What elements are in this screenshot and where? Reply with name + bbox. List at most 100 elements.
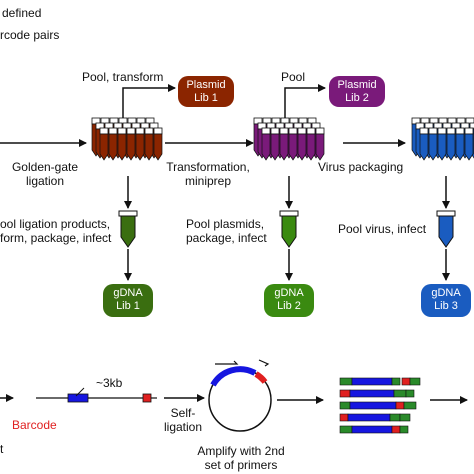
- header-line1: defined: [2, 6, 42, 20]
- construct-barcode-segment: [142, 393, 152, 403]
- pool-ligation-line2: form, package, infect: [0, 231, 112, 245]
- plate-well-cap: [270, 127, 280, 135]
- plasmid-lib1-line1: Plasmid: [186, 79, 226, 91]
- plate-well: [306, 133, 316, 161]
- plasmid-lib2-line2: Lib 2: [345, 92, 369, 104]
- amplicon-segment: [399, 413, 411, 422]
- plasmid-lib1-badge: Plasmid Lib 1: [178, 76, 234, 107]
- self-ligation-label: Self- ligation: [158, 406, 208, 434]
- plate-well-cap: [279, 127, 289, 135]
- amplicon-segment: [339, 425, 353, 434]
- amplify-line1: Amplify with 2nd: [197, 444, 285, 458]
- plate-well: [135, 133, 145, 161]
- plate-lib3: [411, 117, 474, 161]
- plate-well: [270, 133, 280, 161]
- amplicon-segment: [403, 401, 417, 410]
- amplicon-segment: [351, 425, 393, 434]
- pool-plasmids-line2: package, infect: [186, 231, 267, 245]
- golden-gate-line1: Golden-gate: [11, 160, 79, 174]
- golden-gate-line2: ligation: [25, 174, 65, 188]
- plate-well-cap: [117, 127, 127, 135]
- plate-well: [428, 133, 438, 161]
- plate-lib1: [91, 117, 163, 161]
- arrow-size: [75, 387, 85, 397]
- plate-well: [99, 133, 109, 161]
- plate-well: [126, 133, 136, 161]
- gdna-lib3-line2: Lib 3: [434, 300, 458, 312]
- transformation-label: Transformation, miniprep: [160, 160, 256, 188]
- amplicon-segment: [399, 425, 409, 434]
- amplicon-segment: [349, 389, 395, 398]
- plate-well: [297, 133, 307, 161]
- amplicon-segment: [409, 377, 421, 386]
- plate-well-cap: [464, 127, 474, 135]
- plate-well-cap: [455, 127, 465, 135]
- plate-well-cap: [135, 127, 145, 135]
- gdna-lib1-line2: Lib 1: [116, 300, 140, 312]
- plasmid-lib2-line1: Plasmid: [337, 79, 377, 91]
- arrow-to-plasmid-lib1: [122, 84, 176, 118]
- amplicon-segment: [389, 413, 401, 422]
- golden-gate-label: Golden-gate ligation: [5, 160, 85, 188]
- plate-well: [315, 133, 325, 161]
- amplicon-segment: [351, 377, 393, 386]
- pool-plasmids-line1: Pool plasmids,: [186, 217, 265, 231]
- tube-lib3: [438, 214, 454, 248]
- plate-well-cap: [261, 127, 271, 135]
- plate-well-cap: [428, 127, 438, 135]
- amplicon-segment: [347, 413, 391, 422]
- tube-lib2: [281, 214, 297, 248]
- transformation-line2: miniprep: [184, 174, 232, 188]
- amplify-label: Amplify with 2nd set of primers: [188, 444, 294, 472]
- plate-well-cap: [315, 127, 325, 135]
- plate-well-cap: [469, 122, 474, 130]
- construct-blue-segment: [67, 393, 89, 403]
- plate-well-cap: [108, 127, 118, 135]
- barcode-label: Barcode: [12, 418, 57, 432]
- amplicon-segment: [349, 401, 397, 410]
- gdna-lib3-line1: gDNA: [431, 287, 461, 299]
- tube-cap-lib2: [279, 210, 299, 217]
- plate-well: [279, 133, 289, 161]
- amplicon-segment: [391, 377, 401, 386]
- primer-arrow-2: [258, 359, 270, 367]
- amplicon-segment: [339, 413, 349, 422]
- plate-well: [419, 133, 429, 161]
- size-label: ~3kb: [96, 376, 123, 390]
- self-ligation-line2: ligation: [163, 420, 203, 434]
- plate-well: [261, 133, 271, 161]
- amplicon-segment: [401, 377, 411, 386]
- amplicon-stack: [339, 377, 421, 434]
- plate-well-cap: [144, 127, 154, 135]
- amplicon-segment: [393, 389, 407, 398]
- tube-cap-lib1: [118, 210, 138, 217]
- plate-well: [288, 133, 298, 161]
- amplify-line2: set of primers: [204, 458, 278, 472]
- amplicon-segment: [339, 401, 351, 410]
- plate-lib2: [253, 117, 325, 161]
- plate-well: [144, 133, 154, 161]
- virus-packaging-label: Virus packaging: [318, 160, 404, 174]
- gdna-lib3-badge: gDNA Lib 3: [421, 284, 471, 317]
- gdna-lib2-line2: Lib 2: [277, 300, 301, 312]
- plate-well: [117, 133, 127, 161]
- plate-well-cap: [297, 127, 307, 135]
- tube-lib1: [120, 214, 136, 248]
- plasmid-red-arc: [254, 371, 268, 384]
- header-line2: rcode pairs: [0, 28, 60, 42]
- gdna-lib1-line1: gDNA: [113, 287, 143, 299]
- pool-ligation-line1: ool ligation products,: [0, 217, 111, 231]
- plate-well-cap: [288, 127, 298, 135]
- plate-well-cap: [437, 127, 447, 135]
- transformation-line1: Transformation,: [166, 160, 250, 174]
- tube-cap-lib3: [436, 210, 456, 217]
- plate-well: [437, 133, 447, 161]
- self-ligation-line1: Self-: [170, 406, 196, 420]
- plate-well-cap: [126, 127, 136, 135]
- gdna-lib1-badge: gDNA Lib 1: [103, 284, 153, 317]
- plate-well: [455, 133, 465, 161]
- left-cut-label: t: [0, 442, 4, 456]
- plasmid-blue-arc: [210, 366, 257, 387]
- amplicon-segment: [405, 389, 415, 398]
